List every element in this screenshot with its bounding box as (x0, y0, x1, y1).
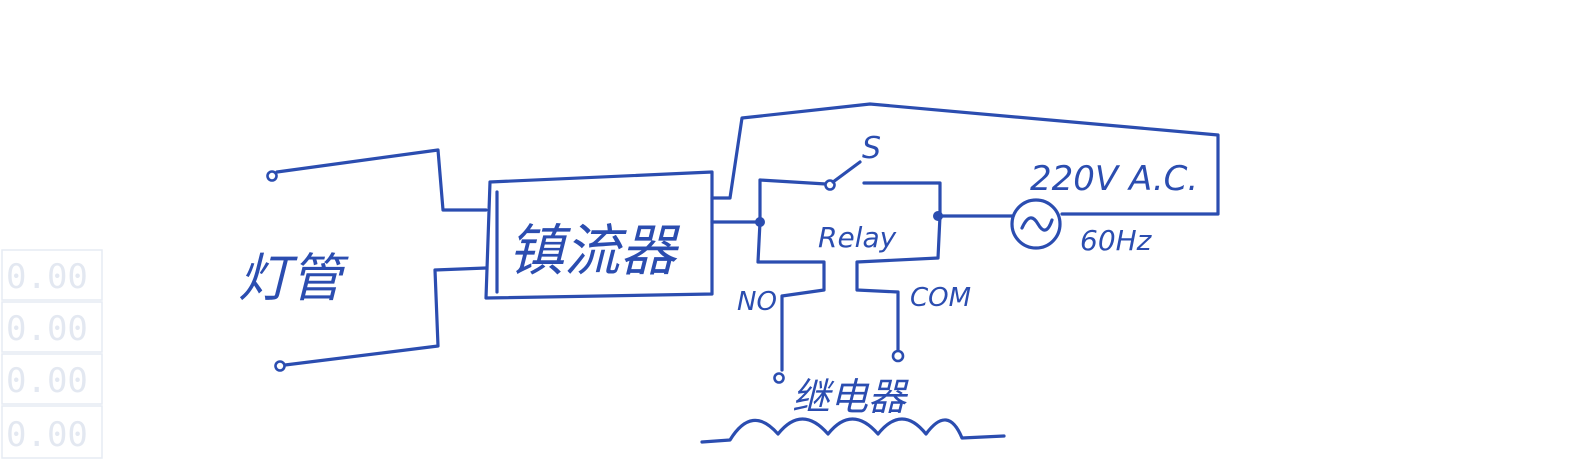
lamp-label: 灯管 (238, 249, 349, 309)
relay-no-wire (756, 220, 826, 372)
faint-stamp-row-2: 0.00 (6, 309, 88, 349)
top-return-wire (710, 102, 1220, 216)
com-label: COM (910, 283, 971, 313)
faint-stamp-row-1: 0.00 (6, 257, 88, 297)
switch-label: S (862, 131, 881, 166)
switch-left-wire (758, 178, 828, 224)
no-label: NO (737, 287, 777, 317)
relay-label: Relay (818, 221, 897, 254)
ac-frequency-label: 60Hz (1080, 224, 1153, 257)
faint-stamp-row-4: 0.00 (6, 415, 88, 455)
switch-right-wire (862, 181, 942, 218)
lamp-bottom-terminal (274, 360, 286, 372)
ballast-box (484, 170, 714, 300)
ac-sine-icon (1020, 216, 1054, 232)
ballast-label: 镇流器 (508, 219, 681, 284)
relay-coil-label: 继电器 (792, 375, 909, 419)
relay-coil-winding (700, 417, 1006, 444)
switch-blade (831, 160, 862, 184)
ac-voltage-label: 220V A.C. (1030, 159, 1198, 199)
faint-stamp-row-3: 0.00 (6, 361, 88, 401)
lamp-top-terminal (266, 170, 278, 182)
ac-source-circle (1010, 198, 1062, 250)
lamp-wiring (266, 148, 488, 372)
lamp-top-wire (275, 148, 488, 212)
com-terminal (891, 349, 905, 363)
no-terminal (773, 372, 785, 384)
relay-com-wire (855, 214, 942, 352)
lamp-bottom-wire (283, 266, 488, 367)
faint-stamp: 0.00 0.00 0.00 0.00 (1, 249, 103, 459)
